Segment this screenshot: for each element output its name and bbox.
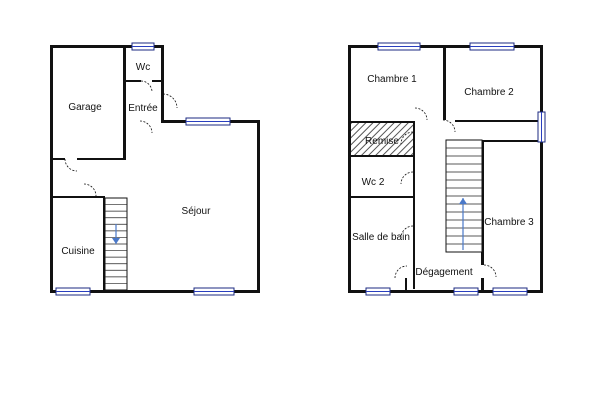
- window: [193, 287, 235, 296]
- room-label-wc2: Wc 2: [362, 177, 385, 188]
- door-swing: [414, 107, 428, 121]
- door-swing: [162, 93, 178, 109]
- window: [492, 287, 528, 296]
- staircase: [445, 139, 483, 253]
- wall: [351, 155, 413, 157]
- door-swing: [140, 80, 153, 93]
- wall: [351, 196, 413, 198]
- wall: [53, 196, 105, 198]
- wall: [351, 121, 415, 123]
- wall: [50, 290, 260, 293]
- wall: [123, 45, 126, 160]
- wall: [455, 120, 540, 122]
- door-swing: [442, 119, 456, 133]
- wall: [53, 158, 65, 160]
- door-swing: [139, 120, 153, 134]
- window: [365, 287, 391, 296]
- room-label-chambre1: Chambre 1: [367, 74, 417, 85]
- remise-hatch: [351, 123, 413, 155]
- wall: [540, 45, 543, 293]
- wall: [257, 120, 260, 293]
- room-label-chambre3: Chambre 3: [484, 217, 534, 228]
- wall: [123, 80, 141, 82]
- window: [55, 287, 91, 296]
- window: [185, 117, 231, 126]
- room-label-wc: Wc: [136, 62, 150, 73]
- wall: [50, 45, 163, 48]
- door-swing: [400, 225, 414, 239]
- staircase: [104, 197, 128, 291]
- wall: [348, 45, 351, 293]
- wall: [161, 45, 164, 123]
- wall: [405, 278, 407, 290]
- stair-direction-arrow-icon: [112, 238, 120, 244]
- door-swing: [400, 171, 414, 185]
- window: [377, 42, 421, 51]
- wall: [482, 140, 540, 142]
- window: [537, 111, 546, 143]
- wall: [348, 290, 543, 293]
- window: [469, 42, 515, 51]
- room-label-remise: Remise: [365, 136, 399, 147]
- wall: [77, 158, 126, 160]
- upper-floor: Chambre 1 Chambre 2 Remise Wc 2 Chambre …: [348, 42, 546, 296]
- wall: [481, 278, 484, 292]
- room-label-sejour: Séjour: [182, 206, 212, 217]
- wall: [413, 121, 415, 289]
- ground-floor: Wc Garage Entrée Séjour Cuisine: [50, 42, 260, 296]
- door-swing: [483, 264, 497, 278]
- door-swing: [83, 183, 97, 197]
- door-swing: [400, 131, 414, 145]
- room-label-garage: Garage: [68, 102, 102, 113]
- door-swing: [64, 158, 78, 172]
- wall: [50, 45, 53, 293]
- wall: [103, 196, 105, 293]
- stair-direction-arrow-icon: [459, 198, 467, 204]
- room-label-degagement: Dégagement: [415, 267, 472, 278]
- room-label-entree: Entrée: [128, 103, 158, 114]
- room-label-chambre2: Chambre 2: [464, 87, 514, 98]
- wall: [443, 45, 446, 120]
- room-label-cuisine: Cuisine: [61, 246, 95, 257]
- window: [453, 287, 479, 296]
- wall: [152, 80, 163, 82]
- room-label-salle-de-bain: Salle de bain: [352, 232, 410, 243]
- window: [131, 42, 155, 51]
- door-swing: [394, 265, 408, 279]
